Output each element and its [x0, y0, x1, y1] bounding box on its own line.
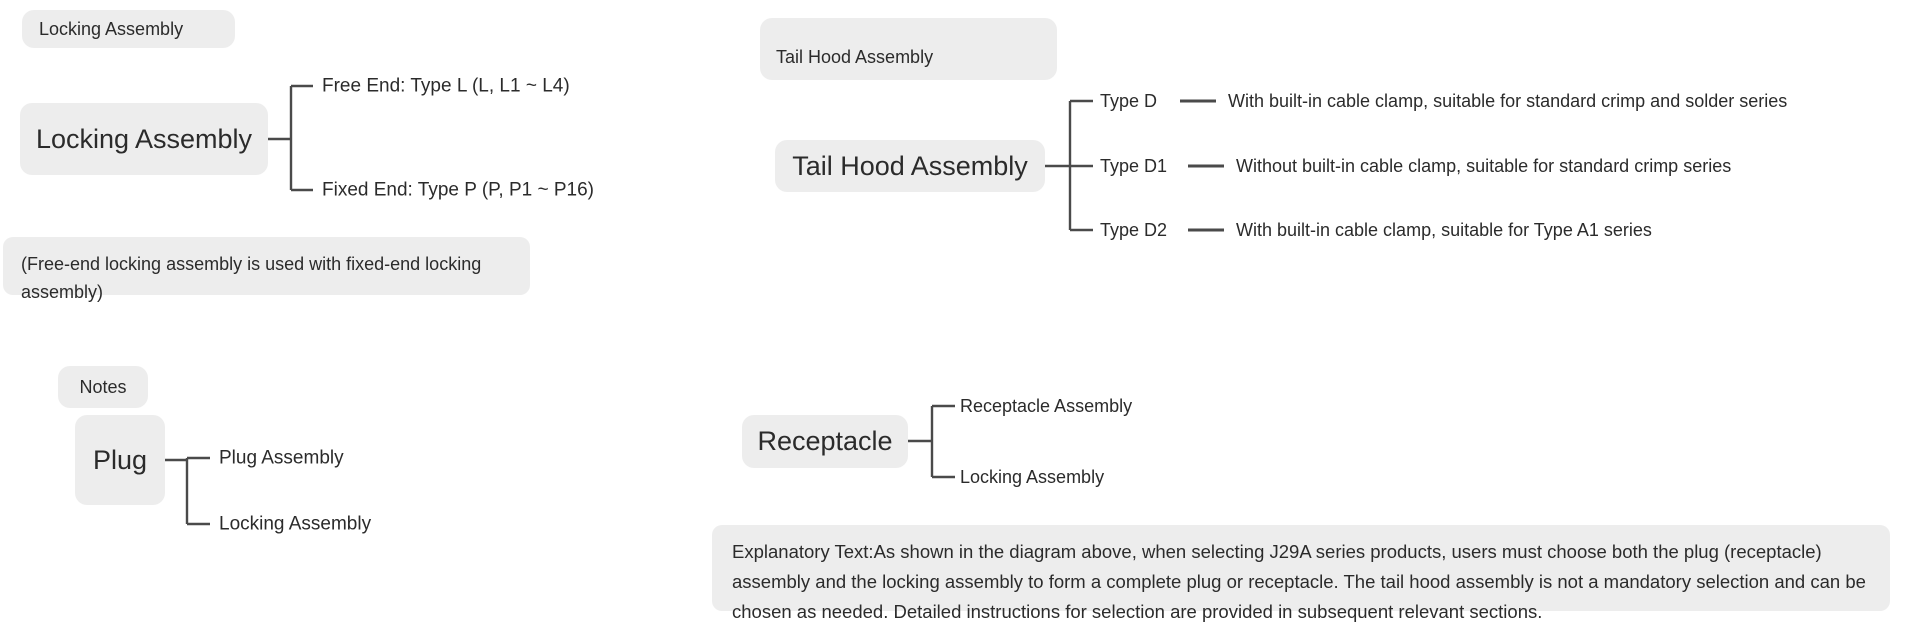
desc-type-d1: Without built-in cable clamp, suitable f…: [1236, 157, 1731, 175]
explanatory-text-block: Explanatory Text:As shown in the diagram…: [712, 525, 1890, 622]
node-locking-assembly-label: Locking Assembly: [35, 123, 253, 154]
desc-type-d2: With built-in cable clamp, suitable for …: [1236, 221, 1652, 239]
leaf-receptacle-locking-assembly[interactable]: Locking Assembly: [960, 468, 1104, 486]
leaf-fixed-end-type-p-label: Fixed End: Type P (P, P1 ~ P16): [322, 179, 594, 201]
node-receptacle[interactable]: Receptacle: [742, 415, 908, 468]
leaf-type-d2-label: Type D2: [1100, 220, 1168, 240]
pill-notes-label: Notes: [79, 376, 127, 397]
leaf-type-d[interactable]: Type D: [1100, 92, 1157, 110]
desc-type-d1-text: Without built-in cable clamp, suitable f…: [1236, 156, 1732, 176]
desc-type-d: With built-in cable clamp, suitable for …: [1228, 92, 1787, 110]
node-plug-label: Plug: [92, 444, 148, 475]
leaf-receptacle-assembly[interactable]: Receptacle Assembly: [960, 397, 1132, 415]
leaf-plug-locking-assembly[interactable]: Locking Assembly: [219, 515, 371, 534]
note-locking-assembly-pairing-text: (Free-end locking assembly is used with …: [21, 254, 482, 302]
leaf-receptacle-assembly-label: Receptacle Assembly: [960, 396, 1133, 416]
node-plug[interactable]: Plug: [75, 415, 165, 505]
leaf-plug-assembly[interactable]: Plug Assembly: [219, 449, 344, 468]
node-locking-assembly[interactable]: Locking Assembly: [20, 103, 268, 175]
leaf-type-d2[interactable]: Type D2: [1100, 221, 1167, 239]
note-locking-assembly-pairing: (Free-end locking assembly is used with …: [3, 237, 530, 302]
desc-type-d-text: With built-in cable clamp, suitable for …: [1228, 91, 1788, 111]
leaf-free-end-type-l[interactable]: Free End: Type L (L, L1 ~ L4): [322, 77, 570, 96]
node-tail-hood-assembly[interactable]: Tail Hood Assembly: [775, 140, 1045, 192]
header-pill-locking-assembly-label: Locking Assembly: [39, 18, 184, 39]
leaf-type-d1-label: Type D1: [1100, 156, 1168, 176]
header-pill-locking-assembly[interactable]: Locking Assembly: [22, 10, 235, 48]
leaf-type-d-label: Type D: [1100, 91, 1158, 111]
header-pill-tail-hood-assembly[interactable]: Tail Hood Assembly: [760, 18, 1057, 80]
leaf-plug-assembly-label: Plug Assembly: [219, 447, 344, 469]
pill-notes[interactable]: Notes: [58, 366, 148, 408]
leaf-fixed-end-type-p[interactable]: Fixed End: Type P (P, P1 ~ P16): [322, 181, 594, 200]
leaf-receptacle-locking-assembly-label: Locking Assembly: [960, 467, 1105, 487]
leaf-plug-locking-assembly-label: Locking Assembly: [219, 513, 372, 535]
node-receptacle-label: Receptacle: [757, 426, 893, 456]
node-tail-hood-assembly-label: Tail Hood Assembly: [792, 150, 1028, 181]
header-pill-tail-hood-assembly-label: Tail Hood Assembly: [776, 47, 934, 67]
leaf-free-end-type-l-label: Free End: Type L (L, L1 ~ L4): [322, 75, 570, 97]
desc-type-d2-text: With built-in cable clamp, suitable for …: [1236, 220, 1652, 240]
leaf-type-d1[interactable]: Type D1: [1100, 157, 1167, 175]
explanatory-text: Explanatory Text:As shown in the diagram…: [732, 541, 1866, 622]
